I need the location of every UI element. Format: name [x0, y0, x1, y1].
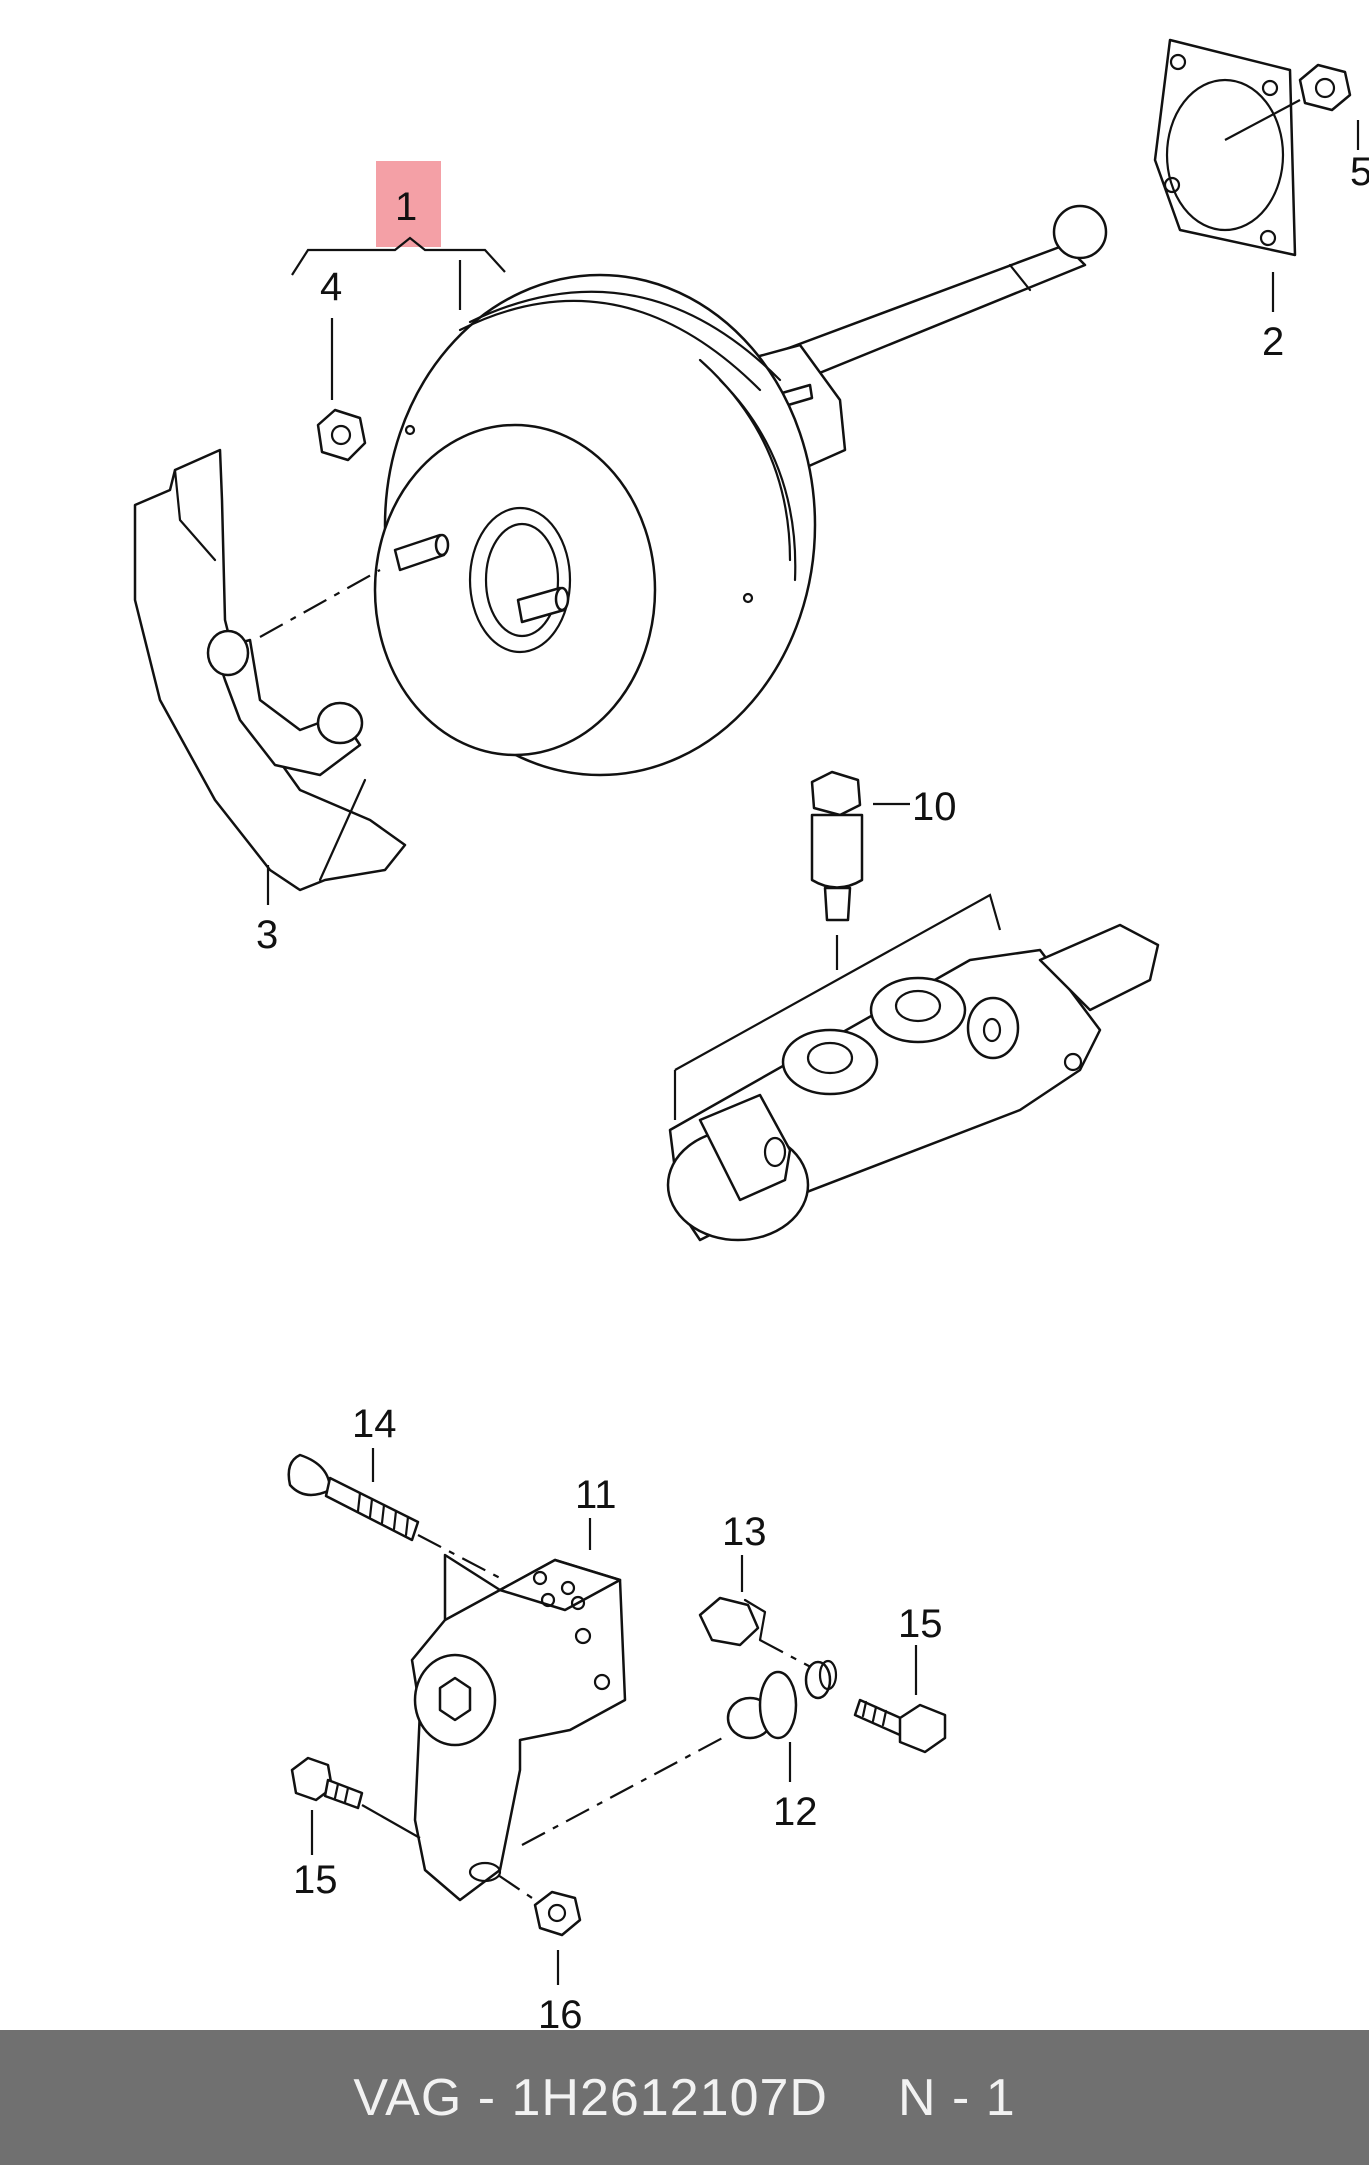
front-stud-lower	[516, 586, 570, 624]
clip-13	[698, 1555, 821, 1673]
label-13: 13	[722, 1510, 767, 1554]
footer-bar: VAG - 1H2612107D N - 1	[0, 2030, 1369, 2165]
highlight-box-1	[376, 161, 441, 247]
label-15-left: 15	[293, 1858, 338, 1902]
flange-nut	[1298, 63, 1360, 150]
label-2: 2	[1262, 320, 1284, 364]
label-3: 3	[256, 913, 278, 957]
pressure-sender	[810, 770, 910, 970]
footer-caption: VAG - 1H2612107D N - 1	[353, 2068, 1015, 2128]
front-stud-upper	[393, 533, 450, 572]
label-10: 10	[912, 785, 957, 829]
bolt-14	[287, 1448, 501, 1579]
label-15-right: 15	[898, 1602, 943, 1646]
label-14: 14	[352, 1402, 397, 1446]
nut-16	[497, 1874, 582, 1985]
label-12: 12	[773, 1790, 818, 1834]
bracket-1	[291, 236, 506, 310]
master-cylinder	[666, 893, 1160, 1242]
label-5: 5	[1350, 150, 1369, 194]
heat-shield	[133, 448, 407, 905]
label-11: 11	[575, 1473, 617, 1517]
nut-4	[316, 318, 367, 462]
gasket	[1153, 38, 1301, 312]
label-16: 16	[538, 1993, 583, 2030]
bolt-15-right	[853, 1645, 947, 1754]
footer-quantity: N - 1	[897, 2068, 1016, 2127]
bracket-11	[410, 1518, 627, 1902]
bolt-15-left	[290, 1756, 421, 1855]
parts-diagram: 1 4 2 5 3 10 14 11 13 15 12 15 16	[133, 38, 1369, 2030]
label-4: 4	[320, 265, 342, 309]
bushing-12	[521, 1659, 838, 1846]
label-1: 1	[395, 185, 417, 229]
brake-booster	[373, 204, 1108, 777]
footer-part-number: VAG - 1H2612107D	[353, 2068, 828, 2127]
